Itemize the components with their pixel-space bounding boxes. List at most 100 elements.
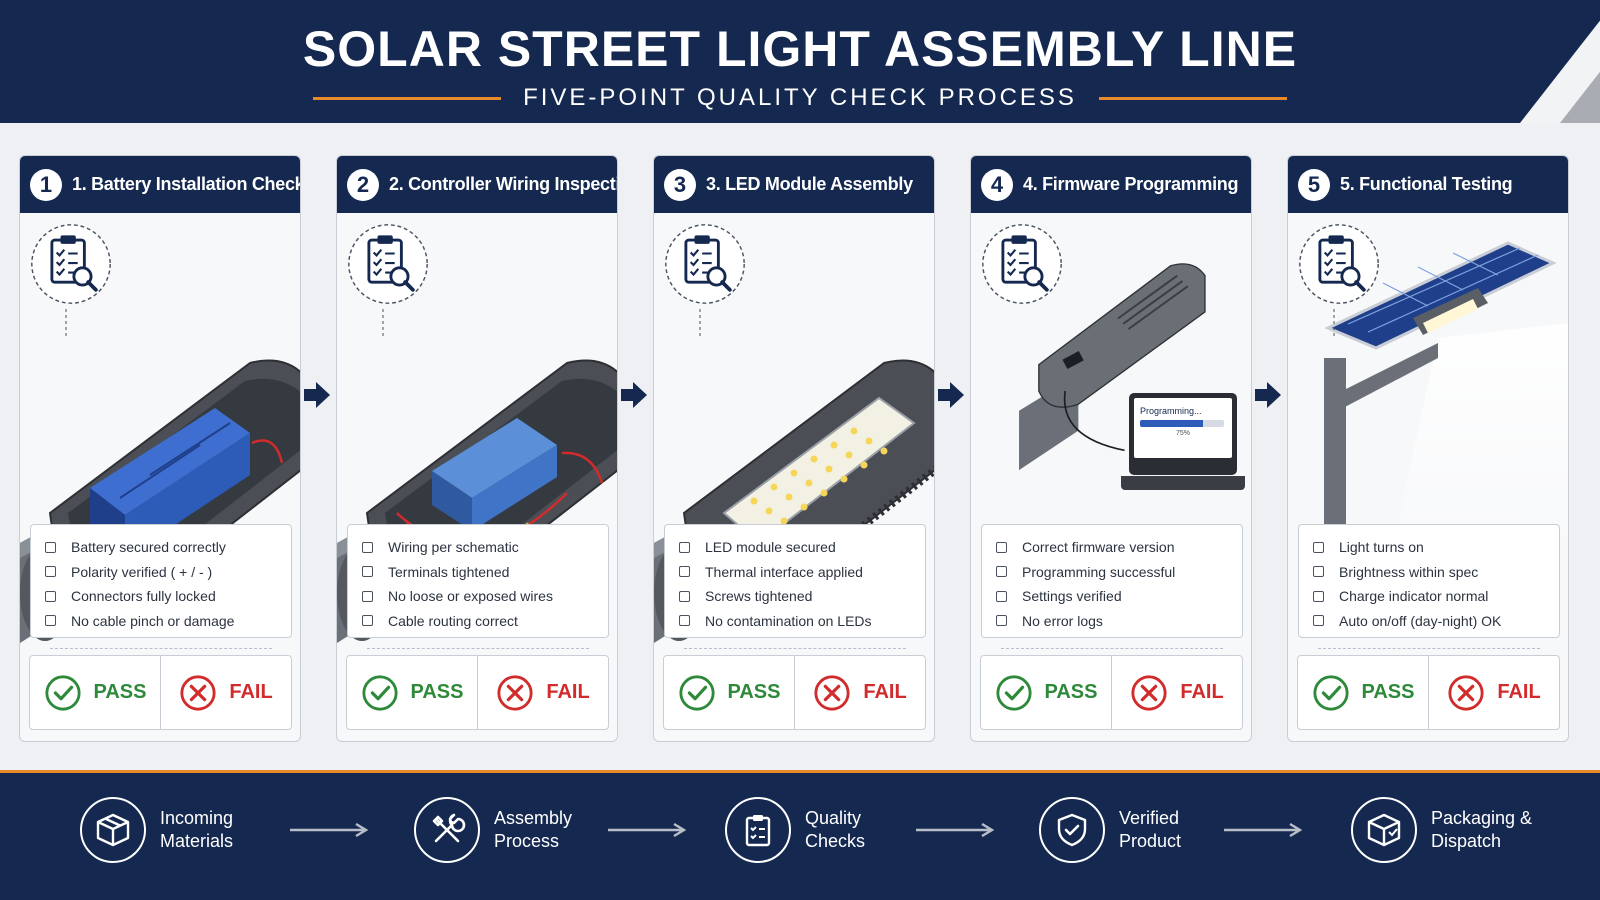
check-item: Light turns on	[1313, 535, 1559, 560]
check-item: Battery secured correctly	[45, 535, 291, 560]
check-label: Auto on/off (day-night) OK	[1339, 612, 1502, 629]
divider	[1318, 648, 1540, 649]
page-title: SOLAR STREET LIGHT ASSEMBLY LINE	[302, 21, 1298, 77]
step-number: 5	[1298, 168, 1330, 201]
x-circle-icon	[1447, 674, 1485, 712]
step-card-battery: 1 1. Battery Installation Check Battery …	[19, 155, 301, 742]
pass-button[interactable]: PASS	[347, 656, 478, 729]
checkbox[interactable]	[679, 566, 690, 578]
check-label: Connectors fully locked	[71, 588, 216, 605]
checkbox[interactable]	[45, 615, 56, 627]
checklist: Wiring per schematic Terminals tightened…	[347, 524, 609, 638]
pass-label: PASS	[727, 681, 781, 703]
check-item: Thermal interface applied	[679, 560, 925, 585]
checkbox[interactable]	[679, 615, 690, 627]
checkbox[interactable]	[679, 541, 690, 553]
pass-label: PASS	[1361, 681, 1415, 703]
card-header: 1 1. Battery Installation Check	[20, 156, 300, 213]
check-label: Wiring per schematic	[388, 539, 519, 556]
fail-button[interactable]: FAIL	[478, 656, 608, 729]
check-label: Light turns on	[1339, 539, 1424, 556]
step-card-led: 3 3. LED Module Assembly LED module secu…	[653, 155, 935, 742]
checklist: Light turns on Brightness within spec Ch…	[1298, 524, 1560, 638]
fail-button[interactable]: FAIL	[795, 656, 925, 729]
checkbox[interactable]	[996, 566, 1007, 578]
checkbox[interactable]	[362, 566, 373, 578]
checkbox[interactable]	[996, 615, 1007, 627]
checkbox[interactable]	[1313, 566, 1324, 578]
flow-step-packaging: Packaging &Dispatch	[1351, 797, 1541, 863]
fail-button[interactable]: FAIL	[1429, 656, 1559, 729]
card-header: 4 4. Firmware Programming	[971, 156, 1251, 213]
firmware-illustration	[1019, 263, 1206, 471]
pass-button[interactable]: PASS	[1298, 656, 1429, 729]
step-number: 2	[347, 168, 379, 201]
laptop-screen: Programming... 75%	[1134, 398, 1232, 458]
package-icon	[1351, 797, 1417, 863]
pass-fail-panel: PASS FAIL	[1297, 655, 1560, 730]
checkbox[interactable]	[45, 590, 56, 602]
fail-label: FAIL	[863, 681, 907, 703]
card-header: 5 5. Functional Testing	[1288, 156, 1568, 213]
fail-button[interactable]: FAIL	[161, 656, 291, 729]
pass-button[interactable]: PASS	[30, 656, 161, 729]
check-item: Cable routing correct	[362, 609, 608, 634]
step-title: 2. Controller Wiring Inspection	[389, 174, 618, 194]
checkbox[interactable]	[362, 590, 373, 602]
checkbox[interactable]	[362, 541, 373, 553]
arrow-right-icon	[621, 382, 647, 408]
check-circle-icon	[361, 674, 399, 712]
pass-fail-panel: PASS FAIL	[29, 655, 292, 730]
solar-light-illustration	[1297, 222, 1568, 568]
checkbox[interactable]	[1313, 590, 1324, 602]
controller-box	[432, 418, 557, 531]
step-card-functional: 5 5. Functional Testing Light turns on B…	[1287, 155, 1569, 742]
step-card-firmware: 4 4. Firmware Programming Programming...…	[970, 155, 1252, 742]
flow-arrow-icon	[608, 823, 687, 837]
check-item: Charge indicator normal	[1313, 584, 1559, 609]
pass-button[interactable]: PASS	[981, 656, 1112, 729]
pass-label: PASS	[410, 681, 464, 703]
checkbox[interactable]	[45, 541, 56, 553]
checkbox[interactable]	[362, 615, 373, 627]
step-title: 1. Battery Installation Check	[72, 174, 301, 194]
programming-status: Programming...	[1140, 406, 1202, 416]
checkbox[interactable]	[679, 590, 690, 602]
check-item: LED module secured	[679, 535, 925, 560]
pass-button[interactable]: PASS	[664, 656, 795, 729]
check-label: LED module secured	[705, 539, 836, 556]
checkbox[interactable]	[996, 541, 1007, 553]
checkbox[interactable]	[1313, 541, 1324, 553]
check-item: Connectors fully locked	[45, 584, 291, 609]
check-item: Wiring per schematic	[362, 535, 608, 560]
fail-button[interactable]: FAIL	[1112, 656, 1242, 729]
progress-fill	[1140, 420, 1203, 427]
check-item: Screws tightened	[679, 584, 925, 609]
step-number: 3	[664, 168, 696, 201]
header-banner: SOLAR STREET LIGHT ASSEMBLY LINE FIVE-PO…	[0, 0, 1600, 123]
footer-accent-line	[0, 770, 1600, 773]
divider	[684, 648, 906, 649]
check-label: Programming successful	[1022, 563, 1176, 580]
flow-arrow-icon	[1224, 823, 1303, 837]
check-item: Terminals tightened	[362, 560, 608, 585]
arrow-right-icon	[304, 382, 330, 408]
check-item: No loose or exposed wires	[362, 584, 608, 609]
shield-check-icon	[1039, 797, 1105, 863]
checkbox[interactable]	[45, 566, 56, 578]
check-label: Correct firmware version	[1022, 539, 1175, 556]
check-label: No loose or exposed wires	[388, 588, 553, 605]
checkbox[interactable]	[1313, 615, 1324, 627]
check-label: Battery secured correctly	[71, 539, 226, 556]
x-circle-icon	[496, 674, 534, 712]
card-header: 2 2. Controller Wiring Inspection	[337, 156, 617, 213]
checkbox[interactable]	[996, 590, 1007, 602]
check-label: Terminals tightened	[388, 563, 510, 580]
